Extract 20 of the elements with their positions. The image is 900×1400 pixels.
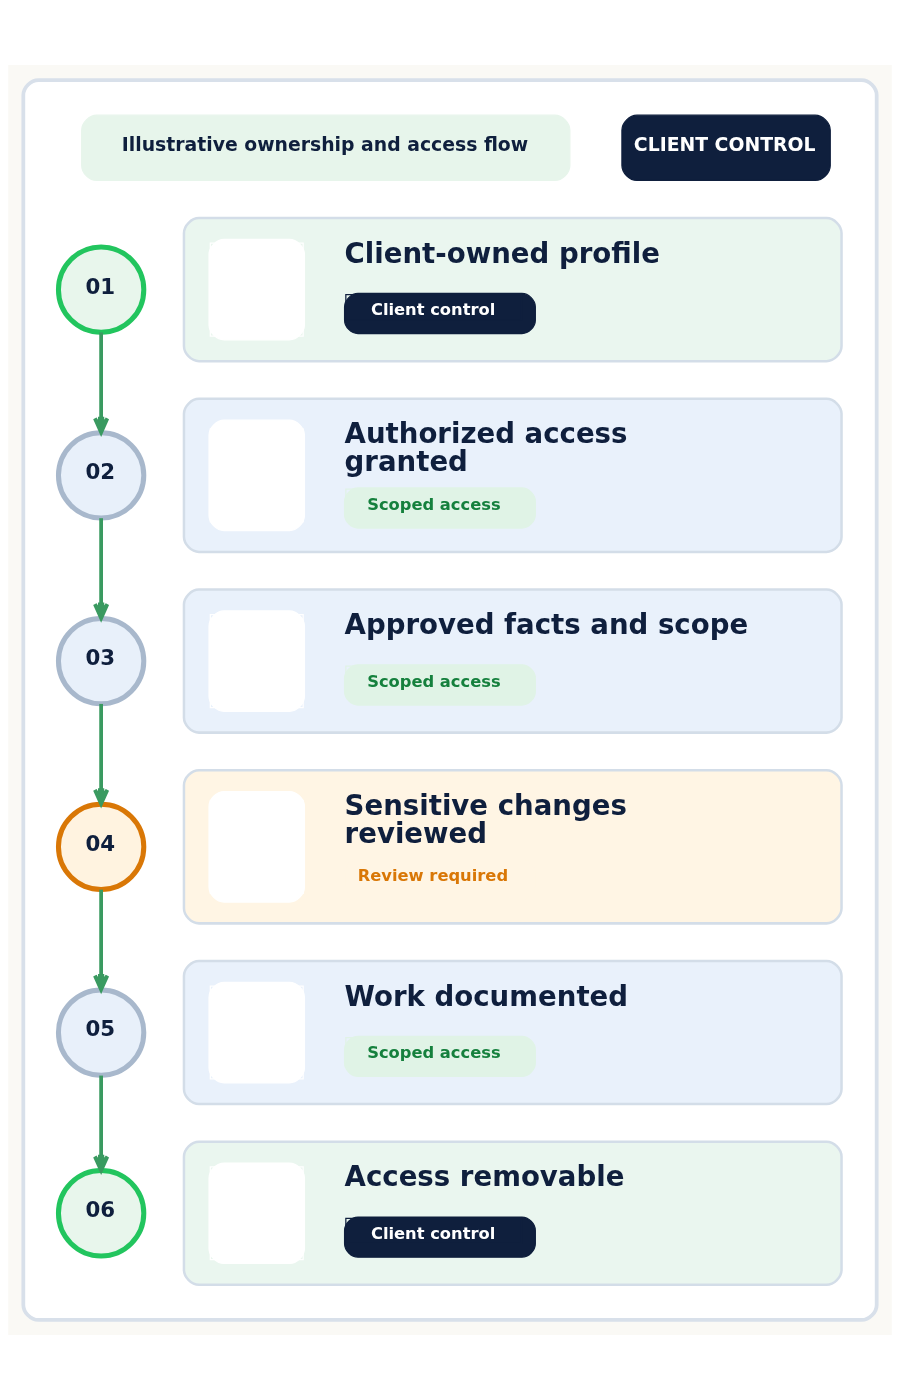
node-circle: 05	[55, 987, 147, 1078]
node-circle: 01	[55, 244, 147, 335]
node-circle: 02	[55, 430, 147, 521]
arrow	[93, 889, 110, 992]
cluster	[21, 78, 879, 1322]
node-box: Illustrative ownership and access flow	[81, 114, 571, 182]
node-box: Approved facts and scope Scoped access	[182, 588, 843, 734]
arrow	[93, 1075, 110, 1173]
node-box: Client-owned profile Client control	[182, 216, 843, 363]
node-circle: 03	[55, 615, 147, 707]
arrow	[93, 518, 110, 620]
node-box: Authorized access granted Scoped access	[182, 397, 843, 554]
node-box: Work documented Scoped access	[182, 959, 843, 1106]
node-box: Sensitive changes reviewed Review required	[182, 769, 843, 925]
node-circle: 06	[55, 1168, 147, 1259]
arrow	[93, 703, 110, 806]
arrow	[93, 332, 110, 435]
node-circle: 04	[55, 801, 147, 892]
node-box: CLIENT CONTROL	[621, 114, 831, 182]
node-box: Access removable Client control	[182, 1140, 843, 1287]
